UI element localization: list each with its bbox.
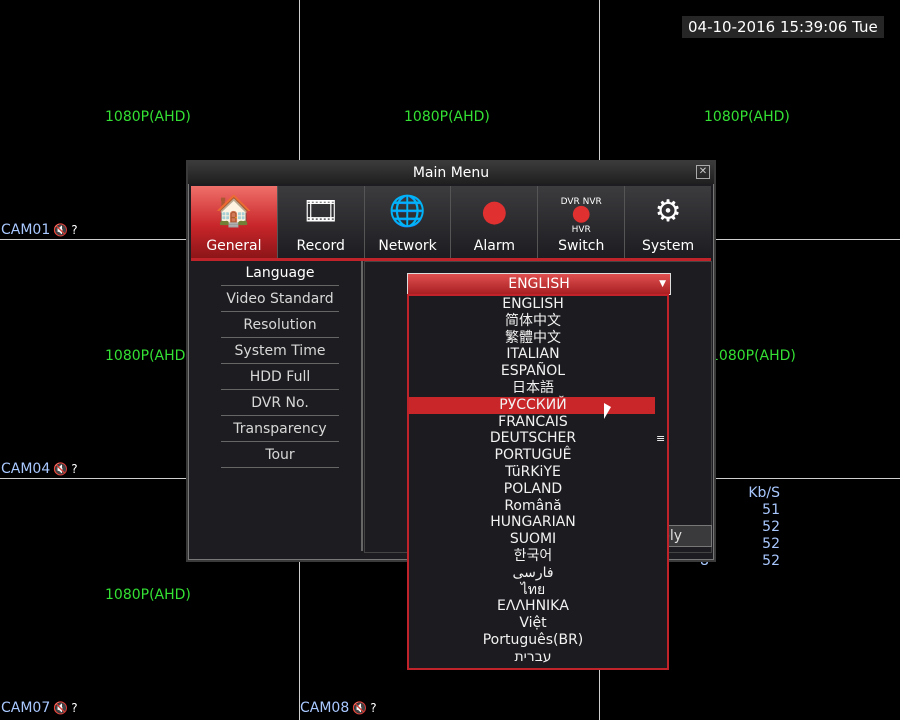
language-option[interactable]: Português(BR) <box>482 631 584 648</box>
question-icon: ? <box>71 701 78 715</box>
home-gear-icon: 🏠 <box>215 194 253 229</box>
camera-label[interactable]: CAM04 🔇 ? <box>1 461 78 477</box>
sidebar-item-transparency[interactable]: Transparency <box>221 417 339 442</box>
audio-muted-icon: 🔇 <box>53 701 69 715</box>
sidebar-item-system-time[interactable]: System Time <box>221 339 339 364</box>
camera-label[interactable]: CAM07 🔇 ? <box>1 700 78 716</box>
sidebar-item-language[interactable]: Language <box>221 261 339 286</box>
globe-icon: 🌐 <box>388 194 427 229</box>
tab-switch[interactable]: DVR NVR●HVR Switch <box>538 186 626 258</box>
camera-resolution: 1080P(AHD) <box>105 109 191 125</box>
camera-resolution: 1080P(AHD) <box>710 348 796 364</box>
audio-muted-icon: 🔇 <box>53 223 69 237</box>
dropdown-arrow-icon: ▼ <box>659 279 666 289</box>
language-option[interactable]: TüRKiYE <box>505 463 561 480</box>
question-icon: ? <box>370 701 377 715</box>
language-option[interactable]: FRANCAIS <box>498 413 568 430</box>
menu-tabs: 🏠 General 🎞 Record 🌐 Network ● Alarm DVR… <box>191 186 711 261</box>
language-option[interactable]: ESPAÑOL <box>500 363 566 380</box>
tab-alarm[interactable]: ● Alarm <box>451 186 539 258</box>
scrollbar-grip-icon[interactable]: ≡ <box>656 432 666 445</box>
language-option[interactable]: Việt <box>519 615 547 632</box>
language-option[interactable]: فارسی <box>512 564 554 581</box>
settings-sidebar: Language Video Standard Resolution Syste… <box>191 261 363 551</box>
dvr-nvr-hvr-switch-icon: DVR NVR●HVR <box>560 197 602 235</box>
gear-icon: ⚙ <box>654 194 682 229</box>
sidebar-item-video-standard[interactable]: Video Standard <box>221 287 339 312</box>
language-option[interactable]: DEUTSCHER <box>489 430 577 447</box>
close-button[interactable]: ✕ <box>696 165 710 179</box>
language-option-highlighted[interactable]: РУССКИЙ <box>409 396 657 414</box>
camera-resolution: 1080P(AHD) <box>404 109 490 125</box>
tab-record[interactable]: 🎞 Record <box>277 186 365 258</box>
question-icon: ? <box>71 223 78 237</box>
language-option[interactable]: 简体中文 <box>505 312 561 329</box>
language-option[interactable]: SUOMI <box>509 531 557 548</box>
language-option[interactable]: ENGLISH <box>502 296 564 312</box>
camera-resolution: 1080P(AHD) <box>105 587 191 603</box>
alarm-light-icon: ● <box>481 194 508 229</box>
camera-name: CAM07 <box>1 700 51 716</box>
camera-resolution: 1080P(AHD) <box>105 348 191 364</box>
sidebar-item-resolution[interactable]: Resolution <box>221 313 339 338</box>
language-option[interactable]: ΕΛΛΗΝΙΚΑ <box>497 598 569 615</box>
mouse-cursor-icon <box>604 403 611 419</box>
tab-system[interactable]: ⚙ System <box>625 186 711 258</box>
language-dropdown-list: ENGLISH 简体中文 繁體中文 ITALIAN ESPAÑOL 日本語 РУ… <box>407 294 659 670</box>
language-select[interactable]: ENGLISH ▼ <box>407 273 671 295</box>
tab-network[interactable]: 🌐 Network <box>364 186 452 258</box>
datetime-display: 04-10-2016 15:39:06 Tue <box>682 16 884 38</box>
language-option[interactable]: POLAND <box>503 480 563 497</box>
question-icon: ? <box>71 462 78 476</box>
audio-muted-icon: 🔇 <box>53 462 69 476</box>
camera-name: CAM04 <box>1 461 51 477</box>
language-option[interactable]: עברית <box>514 648 552 665</box>
camera-resolution: 1080P(AHD) <box>704 109 790 125</box>
camera-name: CAM08 <box>300 700 350 716</box>
language-select-value: ENGLISH <box>508 276 570 292</box>
sidebar-item-tour[interactable]: Tour <box>221 443 339 468</box>
film-reel-icon: 🎞 <box>301 194 340 229</box>
tab-general[interactable]: 🏠 General <box>191 186 278 258</box>
language-option[interactable]: HUNGARIAN <box>490 514 576 531</box>
dialog-title: Main Menu <box>188 162 714 184</box>
camera-label[interactable]: CAM01 🔇 ? <box>1 222 78 238</box>
dropdown-scrollbar[interactable] <box>655 294 669 670</box>
language-option[interactable]: PORTUGUÊ <box>494 447 572 464</box>
language-option[interactable]: 日本語 <box>512 379 554 396</box>
sidebar-item-hdd-full[interactable]: HDD Full <box>221 365 339 390</box>
camera-name: CAM01 <box>1 222 51 238</box>
audio-muted-icon: 🔇 <box>352 701 368 715</box>
language-option[interactable]: 繁體中文 <box>505 329 561 346</box>
language-option[interactable]: ITALIAN <box>506 346 560 363</box>
language-option[interactable]: 한국어 <box>513 547 553 564</box>
language-option[interactable]: ไทย <box>520 581 546 598</box>
language-option[interactable]: Română <box>504 497 562 514</box>
sidebar-item-dvr-no[interactable]: DVR No. <box>221 391 339 416</box>
camera-label[interactable]: CAM08 🔇 ? <box>300 700 377 716</box>
